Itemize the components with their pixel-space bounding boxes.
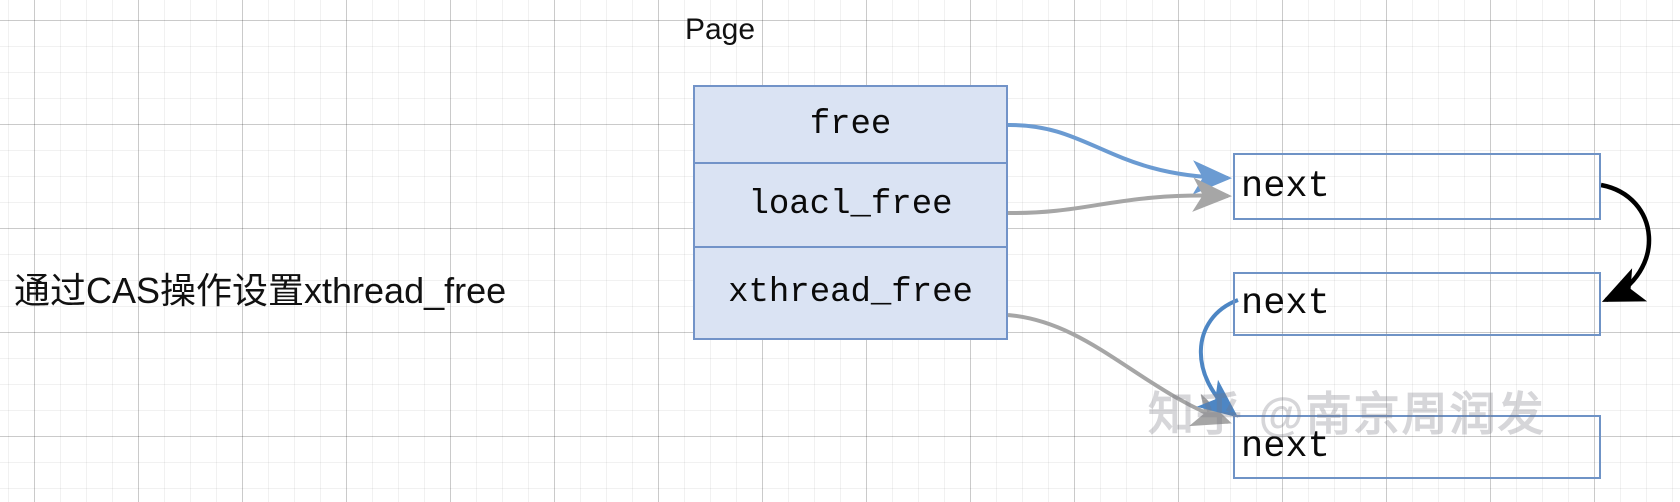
edge-next1-to-next2 [1600,182,1652,303]
page-field-free-label: free [809,105,892,144]
next-block-1-label: next [1241,165,1330,208]
next-block-2-label: next [1241,283,1330,325]
edge-free-to-next1 [1007,122,1232,195]
next-block-2[interactable]: next [1233,272,1601,336]
page-field-local-free-label: loacl_free [748,186,953,224]
page-title-label: Page [684,13,756,46]
page-field-xthread-free[interactable]: xthread_free [695,248,1006,338]
page-struct-box[interactable]: free loacl_free xthread_free [693,85,1008,340]
edge-localfree-to-next1 [1007,177,1232,216]
zhihu-watermark: 知乎 @南京周润发 [1148,388,1546,440]
cas-annotation-text: 通过CAS操作设置xthread_free [14,270,507,311]
page-field-free[interactable]: free [695,87,1006,164]
next-block-3[interactable]: next [1233,415,1601,479]
next-block-3-label: next [1241,426,1330,468]
page-field-xthread-free-label: xthread_free [728,274,973,312]
page-field-local-free[interactable]: loacl_free [695,164,1006,248]
next-block-1[interactable]: next [1233,153,1601,220]
